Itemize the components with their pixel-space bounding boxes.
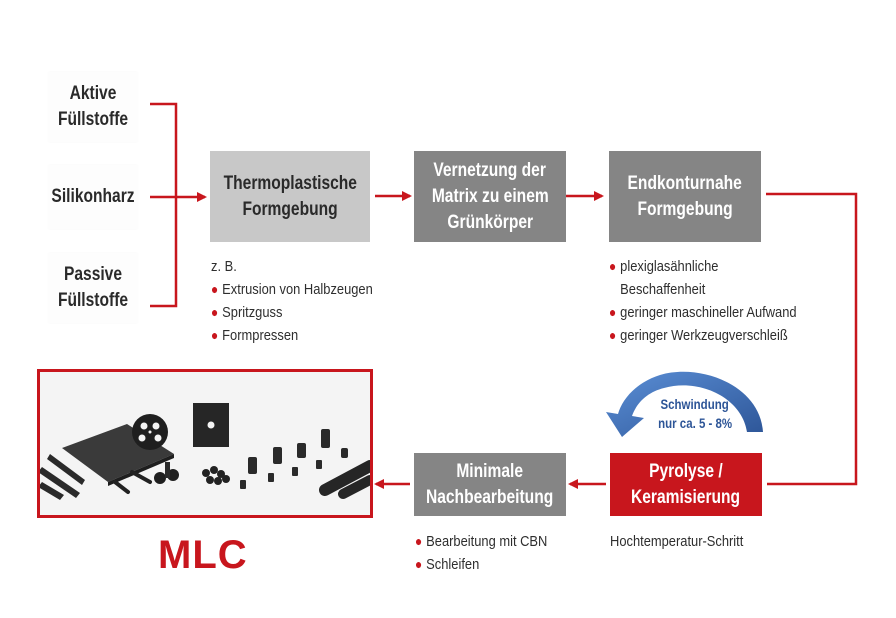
step-label-line: Pyrolyse / xyxy=(649,460,723,482)
list-item-text: Bearbeitung mit CBN xyxy=(426,533,548,550)
ball-parts xyxy=(202,466,230,485)
input-label-line: Silikonharz xyxy=(51,186,135,207)
notes-near-net: ●plexiglasähnliche Beschaffenheit ●gerin… xyxy=(609,255,827,347)
gear-wheel-part xyxy=(132,414,168,450)
list-item: ●Formpressen xyxy=(211,324,373,347)
bullet-icon: ● xyxy=(211,304,219,320)
list-item-text: geringer maschineller Aufwand xyxy=(620,304,797,321)
rod-parts xyxy=(40,454,85,500)
step-label-line: Formgebung xyxy=(637,198,733,220)
bullet-icon: ● xyxy=(211,281,219,297)
input-label-line: Füllstoffe xyxy=(57,290,129,311)
step-label-line: Vernetzung der xyxy=(433,159,547,181)
notes-thermoplastic: z. B. ●Extrusion von Halbzeugen ●Spritzg… xyxy=(211,255,399,347)
list-item-text: plexiglasähnliche xyxy=(620,258,719,275)
list-item: ●Bearbeitung mit CBN xyxy=(415,530,547,553)
list-item-text: Beschaffenheit xyxy=(620,281,706,298)
list-item: ●plexiglasähnliche xyxy=(609,255,797,278)
step-pyrolysis: Pyrolyse / Keramisierung xyxy=(610,453,762,516)
caption-text: Hochtemperatur-Schritt xyxy=(610,533,744,550)
list-item: ●Spritzguss xyxy=(211,301,373,324)
list-item: ●geringer maschineller Aufwand xyxy=(609,301,797,324)
list-item-continuation: Beschaffenheit xyxy=(609,278,797,301)
step-label-line: Keramisierung xyxy=(631,486,741,508)
product-image xyxy=(37,369,373,518)
rod-parts-right xyxy=(319,460,370,499)
list-item-text: geringer Werkzeugverschleiß xyxy=(620,327,788,344)
bushing-parts xyxy=(240,429,348,489)
shrinkage-line: nur ca. 5 - 8% xyxy=(657,415,733,431)
notes-pyrolysis: Hochtemperatur-Schritt xyxy=(610,530,765,553)
step-label-line: Matrix zu einem xyxy=(431,185,549,207)
plate-pins xyxy=(113,470,152,494)
list-item: ●Schleifen xyxy=(415,553,547,576)
shrinkage-arrow-icon xyxy=(606,371,763,437)
bullet-icon: ● xyxy=(415,556,423,572)
notes-intro-text: z. B. xyxy=(211,258,237,275)
caption: Hochtemperatur-Schritt xyxy=(610,530,743,553)
product-label: MLC xyxy=(158,533,248,577)
line-nearnet-to-pyrolysis xyxy=(766,192,858,486)
list-item-text: Spritzguss xyxy=(222,304,283,321)
step-label-line: Thermoplastische xyxy=(223,172,357,194)
list-item-text: Extrusion von Halbzeugen xyxy=(222,281,373,298)
list-item: ●Extrusion von Halbzeugen xyxy=(211,278,373,301)
input-label-line: Passive xyxy=(63,264,123,285)
bracket-line xyxy=(150,102,178,308)
input-label-line: Aktive xyxy=(69,83,117,104)
step-label-line: Nachbearbeitung xyxy=(426,486,554,508)
shrinkage-label: Schwindung nur ca. 5 - 8% xyxy=(640,395,750,433)
bullet-icon: ● xyxy=(211,327,219,343)
step-label-line: Endkonturnahe xyxy=(627,172,743,194)
list-item: ●geringer Werkzeugverschleiß xyxy=(609,324,797,347)
bullet-icon: ● xyxy=(609,258,617,274)
step-label-line: Grünkörper xyxy=(447,211,533,233)
step-label-line: Minimale xyxy=(456,460,524,482)
bullet-icon: ● xyxy=(609,304,617,320)
input-silikonharz: Silikonharz xyxy=(47,165,139,229)
bullet-icon: ● xyxy=(609,327,617,343)
input-label-line: Füllstoffe xyxy=(57,109,129,130)
notes-finishing: ●Bearbeitung mit CBN ●Schleifen xyxy=(415,530,569,576)
ceramic-parts-illustration xyxy=(40,403,370,500)
notes-intro: z. B. xyxy=(211,255,373,278)
list-item-text: Formpressen xyxy=(222,327,299,344)
bullet-icon: ● xyxy=(415,533,423,549)
step-label-line: Formgebung xyxy=(242,198,338,220)
list-item-text: Schleifen xyxy=(426,556,480,573)
shrinkage-line: Schwindung xyxy=(660,396,730,412)
